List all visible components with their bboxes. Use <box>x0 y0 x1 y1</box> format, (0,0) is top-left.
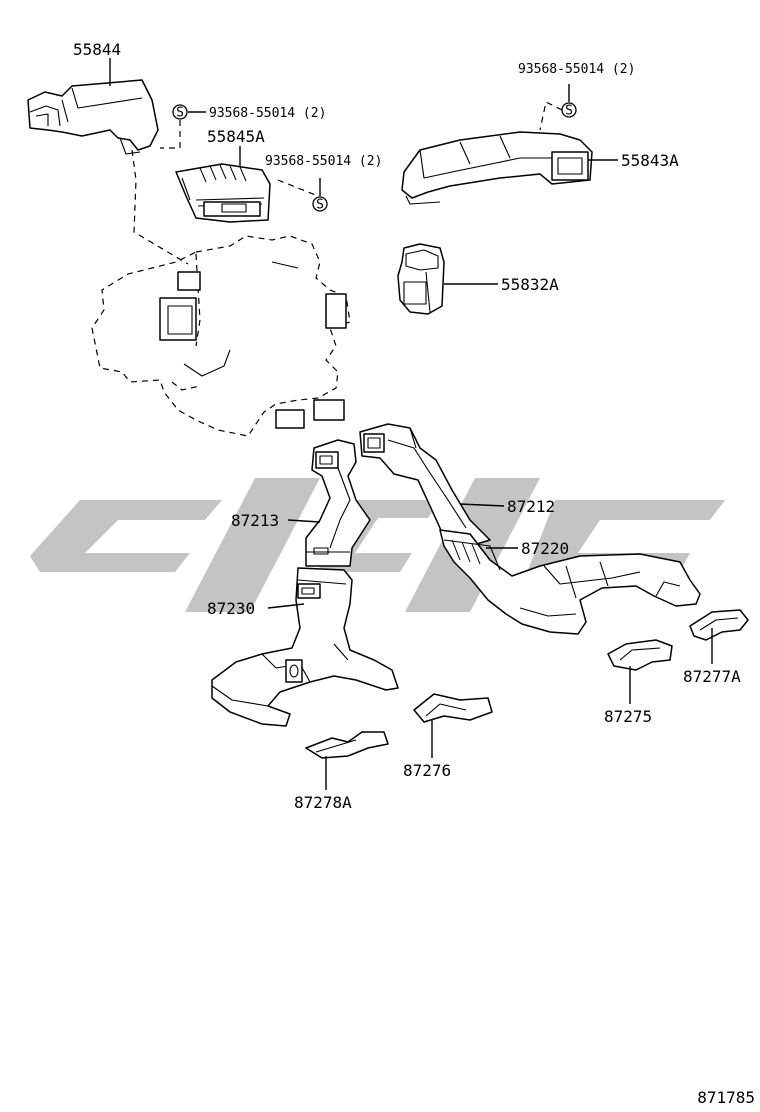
part-87275-drawing <box>607 639 673 671</box>
part-87220-drawing <box>439 529 701 635</box>
part-55832A-drawing <box>397 243 445 315</box>
screw-symbol-2: S <box>312 196 328 213</box>
label-87277A: 87277A <box>683 667 741 686</box>
figure-code: 871785 <box>697 1088 755 1107</box>
svg-text:S: S <box>176 106 184 121</box>
label-87213: 87213 <box>231 511 279 530</box>
part-55843A-drawing <box>401 131 593 205</box>
label-87275: 87275 <box>604 707 652 726</box>
label-87230: 87230 <box>207 599 255 618</box>
label-screw-2: 93568-55014 (2) <box>265 154 382 169</box>
leader-lines <box>109 58 713 790</box>
part-87230-drawing <box>211 567 399 727</box>
label-87276: 87276 <box>403 761 451 780</box>
screw-symbol-1: S <box>172 104 188 121</box>
part-labels: 55844 55845A 55843A 55832A 87213 87212 8… <box>73 40 741 812</box>
heater-unit-outline <box>91 149 351 437</box>
part-55844-drawing <box>27 79 159 155</box>
label-screw-1: 93568-55014 (2) <box>209 106 326 121</box>
part-87278A-drawing <box>305 731 389 759</box>
part-87213-drawing <box>305 439 371 567</box>
svg-text:S: S <box>316 198 324 213</box>
part-87276-drawing <box>413 693 493 723</box>
label-87220: 87220 <box>521 539 569 558</box>
label-55843A: 55843A <box>621 151 679 170</box>
screw-symbol-3: S <box>561 102 577 119</box>
screw-ref-labels: 93568-55014 (2) 93568-55014 (2) 93568-55… <box>209 62 635 169</box>
watermark-logo <box>30 478 725 612</box>
label-87212: 87212 <box>507 497 555 516</box>
label-55832A: 55832A <box>501 275 559 294</box>
label-55844: 55844 <box>73 40 121 59</box>
part-55845A-drawing <box>175 163 271 223</box>
label-screw-3: 93568-55014 (2) <box>518 62 635 77</box>
label-87278A: 87278A <box>294 793 352 812</box>
svg-text:S: S <box>565 104 573 119</box>
part-87277A-drawing <box>689 609 749 641</box>
part-87212-drawing <box>359 423 491 547</box>
label-55845A: 55845A <box>207 127 265 146</box>
